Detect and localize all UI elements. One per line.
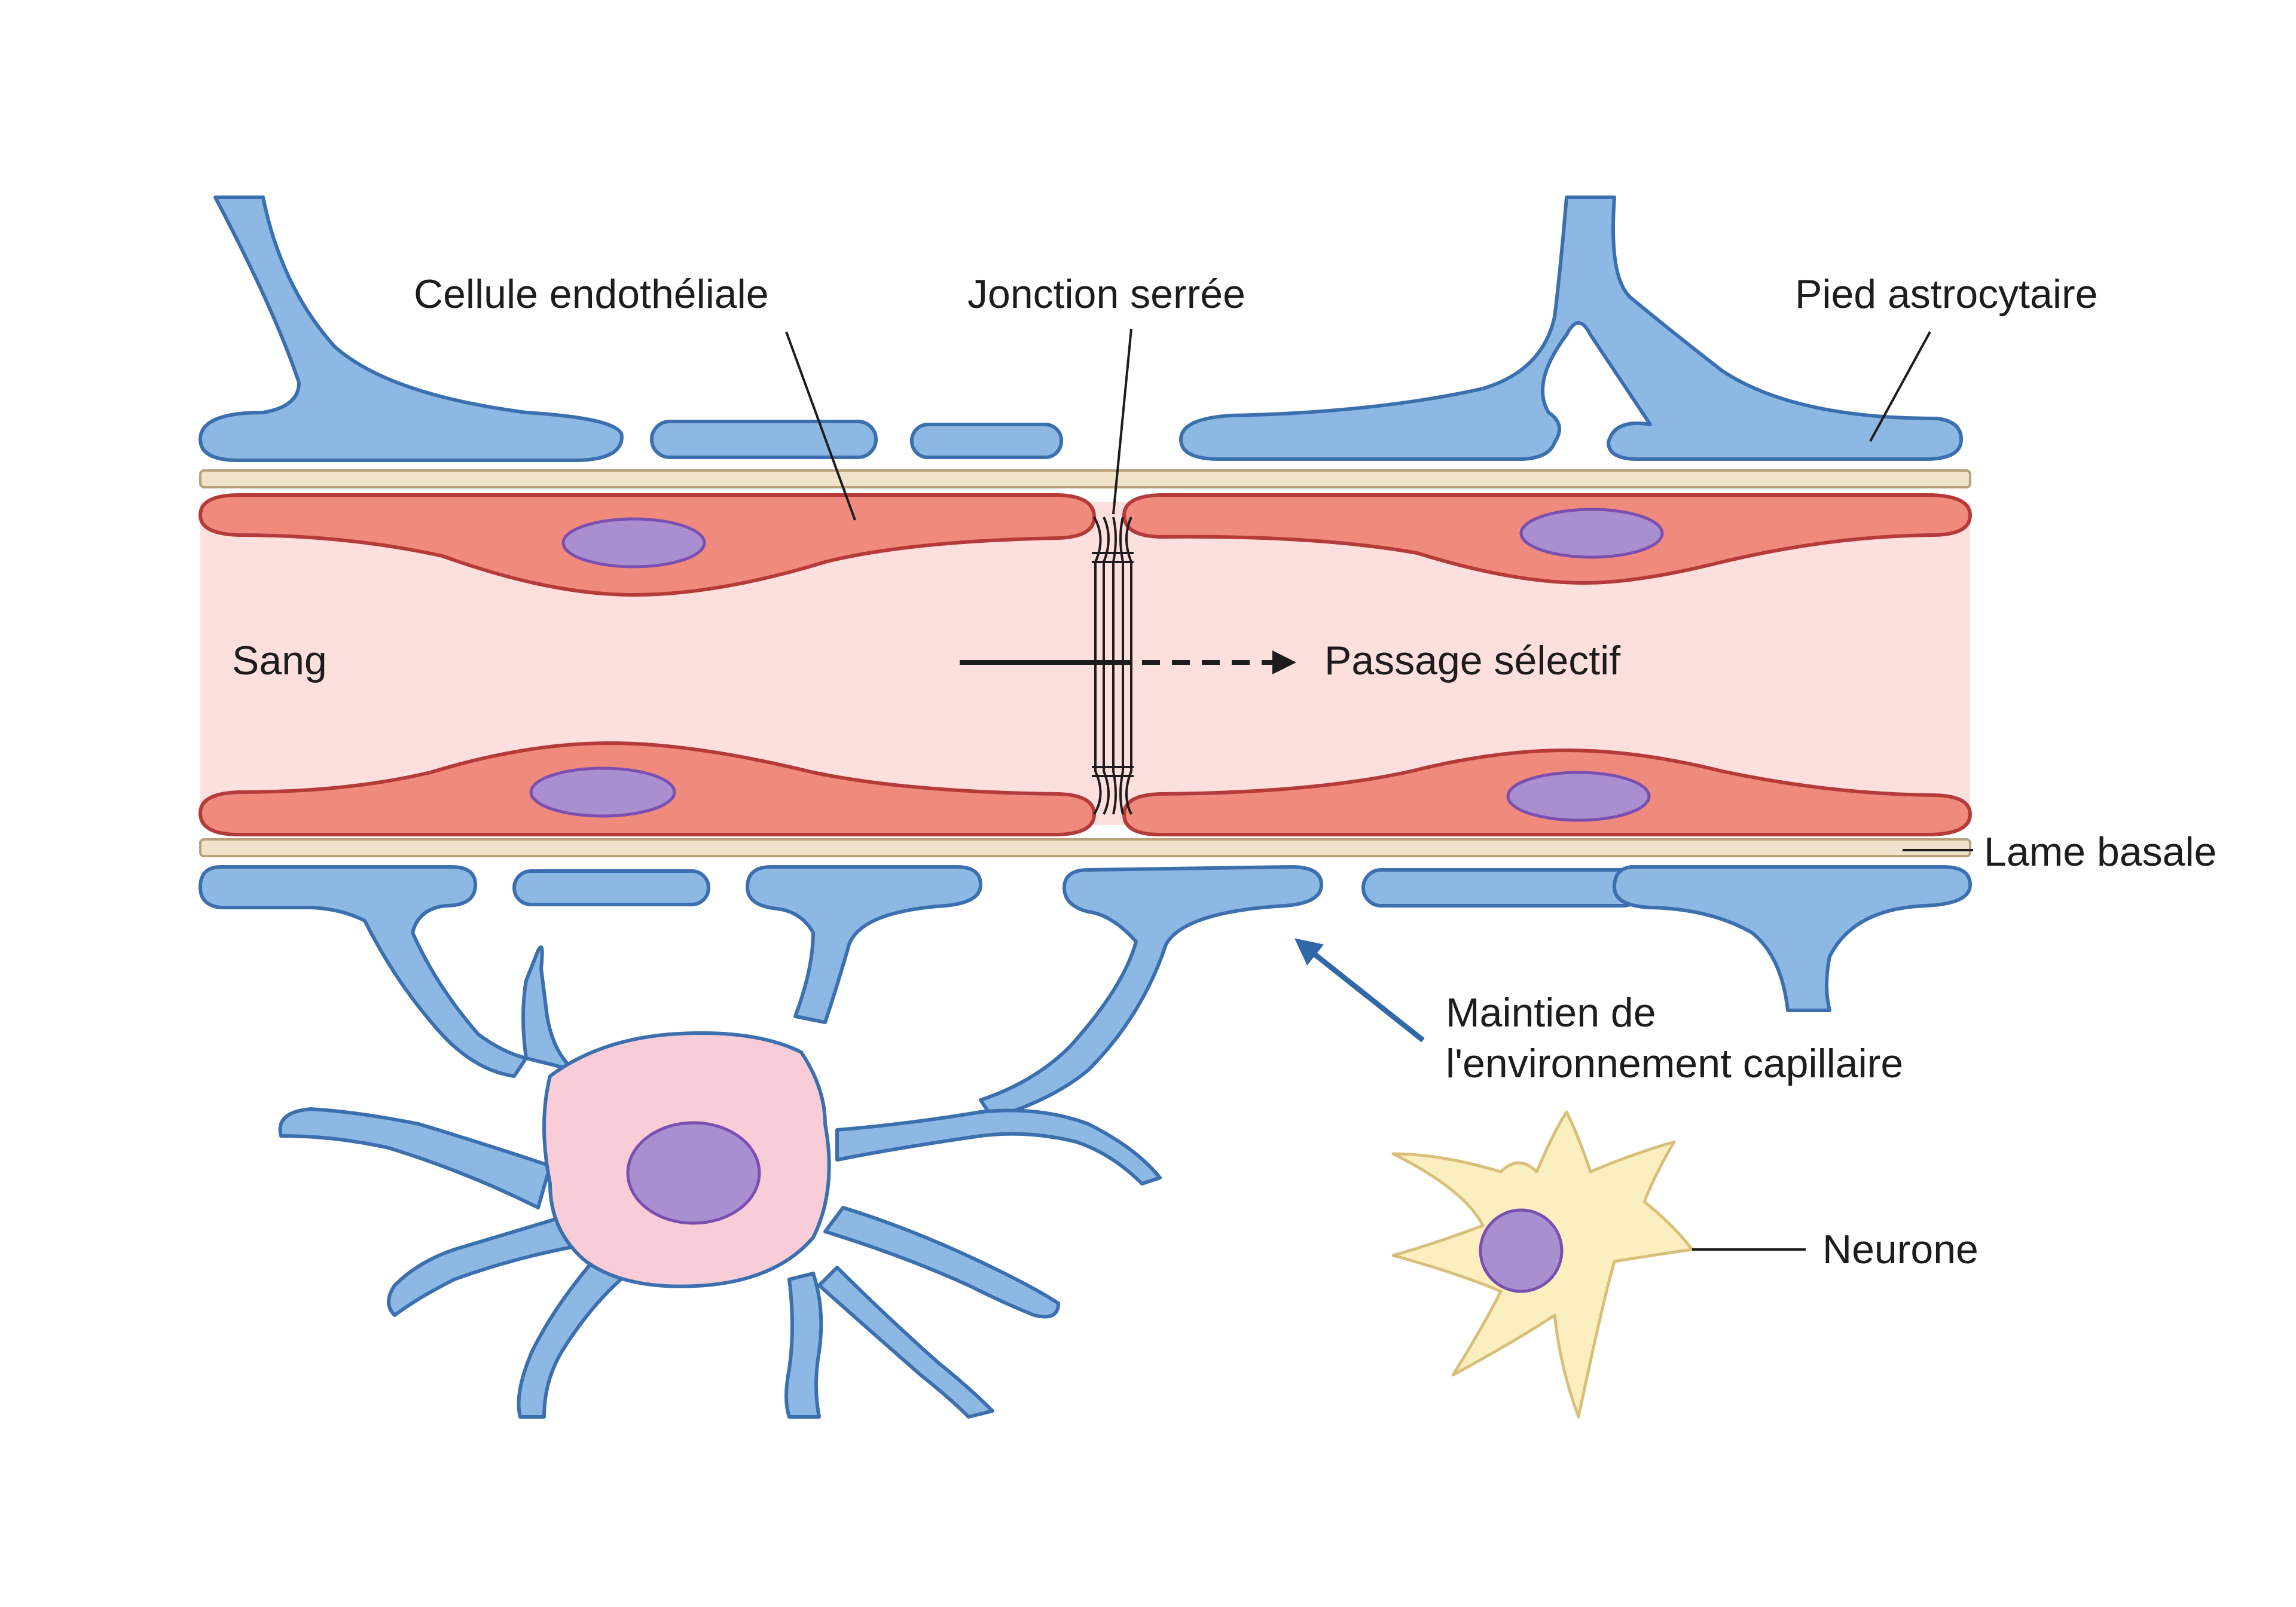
nucleus-bottom-left [529,766,676,818]
label-neuron: Neurone [1822,1227,1979,1272]
label-maintenance-line1: Maintien de [1446,990,1656,1035]
lower-astrocyte-foot-6 [1613,865,1972,1012]
label-tight-junction: Jonction serrée [967,271,1245,317]
lower-astrocyte [199,865,1972,1419]
basal-lamina-top [199,469,1971,488]
label-endothelial-cell: Cellule endothéliale [414,271,769,317]
upper-astrocyte-foot-3 [910,423,1063,459]
nucleus-bottom-right [1506,771,1651,822]
astrocyte-process-bottom-1 [517,1254,630,1419]
astrocyte-process-bottom-3 [817,1266,994,1419]
upper-right-astrocyte-foot [1179,195,1963,461]
tight-junction [1092,517,1134,815]
basal-lamina-bottom [199,838,1971,857]
lower-astrocyte-foot-4 [979,865,1323,1120]
endothelial-nuclei [529,508,1664,822]
lower-astrocyte-foot-5 [1361,868,1643,908]
upper-astrocyte-foot-2 [650,420,878,459]
label-selective-passage: Passage sélectif [1324,638,1620,683]
leader-junction [1112,328,1132,515]
astrocyte-nucleus [626,1121,761,1225]
upper-left-astrocyte-foot [199,195,624,462]
upper-astrocyte-feet [199,195,1963,462]
lower-astrocyte-foot-3 [746,865,982,1024]
label-blood: Sang [232,638,327,683]
maintenance-arrow [1294,938,1425,1043]
label-basal-lamina: Lame basale [1984,829,2216,875]
leader-endothelial [785,331,856,521]
lower-astrocyte-foot-1 [199,865,528,1078]
lower-astrocyte-foot-2 [512,869,710,906]
astrocyte-process-upper-left [521,945,576,1072]
label-astrocyte-foot: Pied astrocytaire [1795,271,2097,317]
nucleus-top-left [561,517,706,569]
astrocyte-process-bottom-2 [784,1272,823,1419]
label-maintenance-line2: l'environnement capillaire [1446,1041,1903,1086]
leader-astrocyte-foot [1869,331,1931,442]
basal-lamina [199,469,1971,857]
astrocyte-process-right [823,1206,1060,1319]
leader-lines [785,328,1973,1251]
nucleus-top-right [1519,508,1664,559]
astrocyte-process-left [278,1107,552,1209]
astrocyte-process-lower-left [387,1212,594,1317]
astrocyte-process-right-upper [835,1108,1162,1186]
neuron-nucleus [1479,1208,1564,1293]
